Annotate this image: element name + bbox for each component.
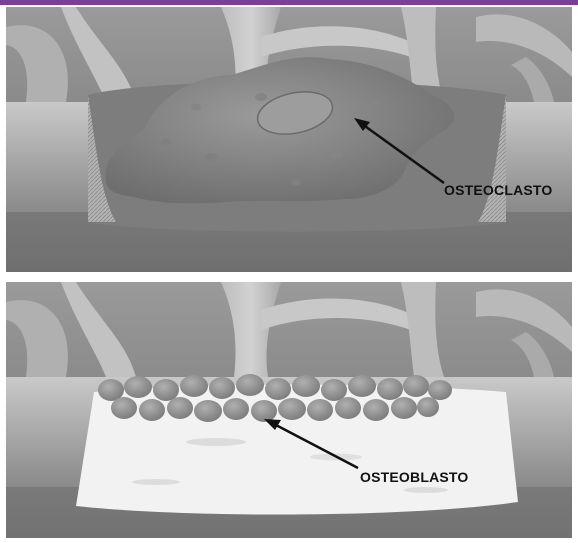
- accent-bar: [0, 0, 578, 5]
- osteoclast-label: OSTEOCLASTO: [444, 182, 553, 198]
- osteoclast-illustration: [6, 7, 572, 272]
- osteoblast-panel: OSTEOBLASTO: [6, 282, 572, 538]
- osteoclast-panel: OSTEOCLASTO: [6, 7, 572, 272]
- osteoblast-illustration: [6, 282, 572, 538]
- osteoblast-label: OSTEOBLASTO: [360, 469, 469, 485]
